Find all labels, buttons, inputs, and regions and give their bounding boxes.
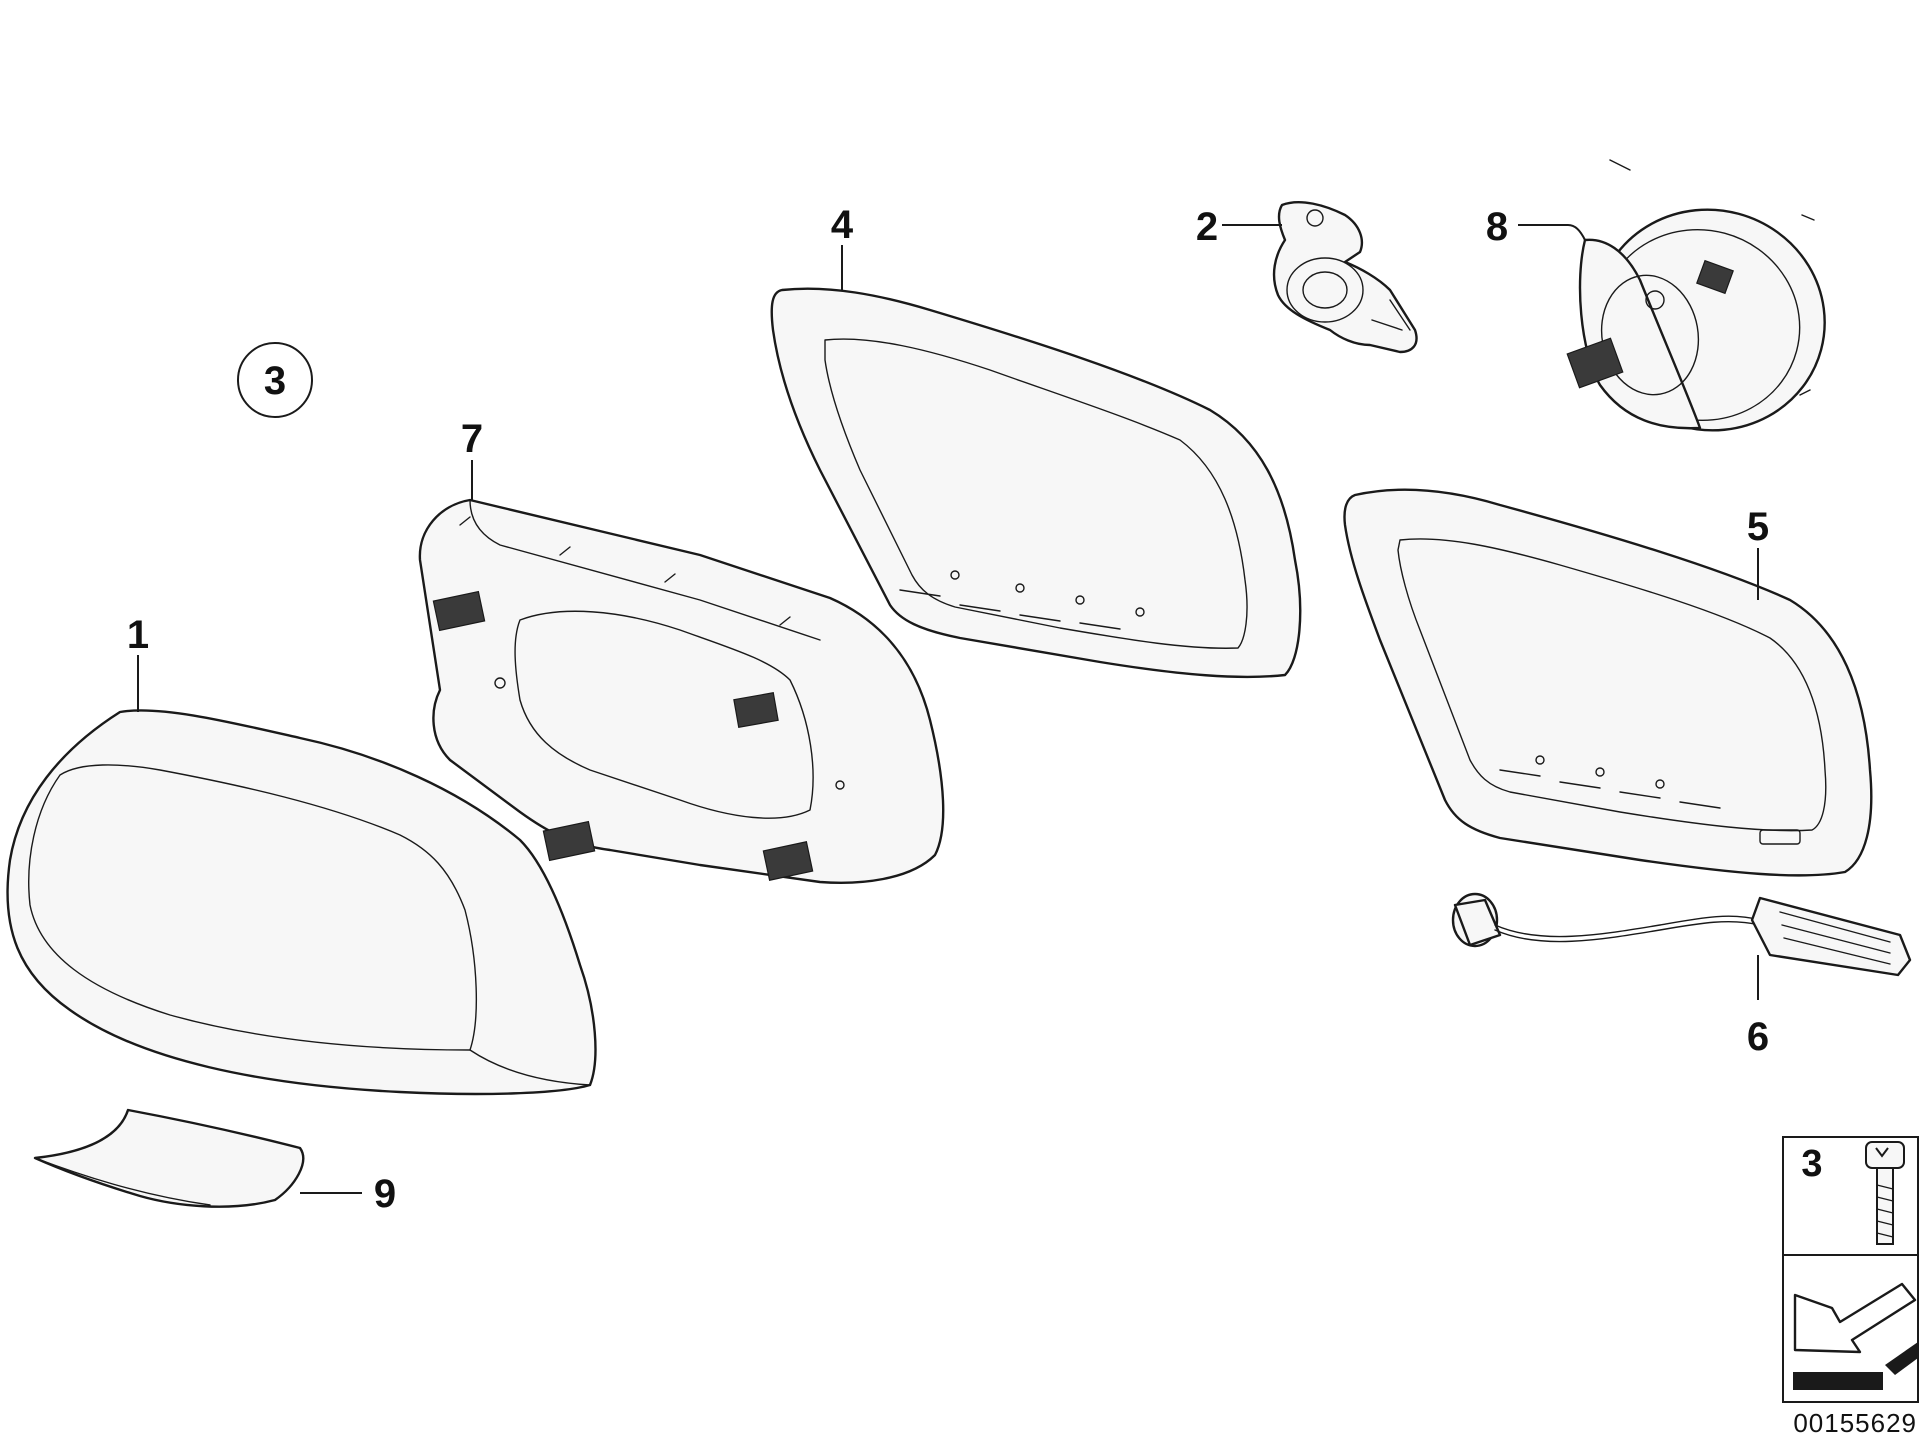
callout-part-8: 8	[1486, 205, 1508, 249]
part-7-housing-frame[interactable]	[418, 498, 945, 884]
screw-icon	[1865, 1141, 1905, 1245]
circled-reference-label: 3	[264, 359, 286, 403]
legend-box: 3	[1782, 1136, 1919, 1403]
part-6-sensor-cable[interactable]	[1451, 892, 1912, 977]
part-5-mirror-ring[interactable]	[1343, 488, 1873, 877]
callout-part-9: 9	[374, 1172, 396, 1216]
callout-part-1: 1	[127, 613, 149, 657]
callout-part-6: 6	[1747, 1015, 1769, 1059]
part-9-indicator-lens[interactable]	[33, 1108, 305, 1208]
legend-item-label: 3	[1801, 1143, 1822, 1185]
callout-part-7: 7	[461, 417, 483, 461]
direction-arrow-icon	[1793, 1282, 1918, 1390]
part-1-mirror-cap[interactable]	[6, 709, 597, 1096]
part-8-mirror-motor[interactable]	[1566, 159, 1849, 456]
leader-lines	[137, 224, 1759, 1194]
callout-part-5: 5	[1747, 505, 1769, 549]
part-2-bracket[interactable]	[1272, 201, 1418, 354]
circled-reference-3: 3	[237, 342, 313, 418]
callout-part-4: 4	[831, 203, 854, 247]
document-number: 00155629	[1793, 1408, 1917, 1438]
callout-part-2: 2	[1196, 205, 1218, 249]
part-4-mirror-ring[interactable]	[770, 287, 1302, 679]
